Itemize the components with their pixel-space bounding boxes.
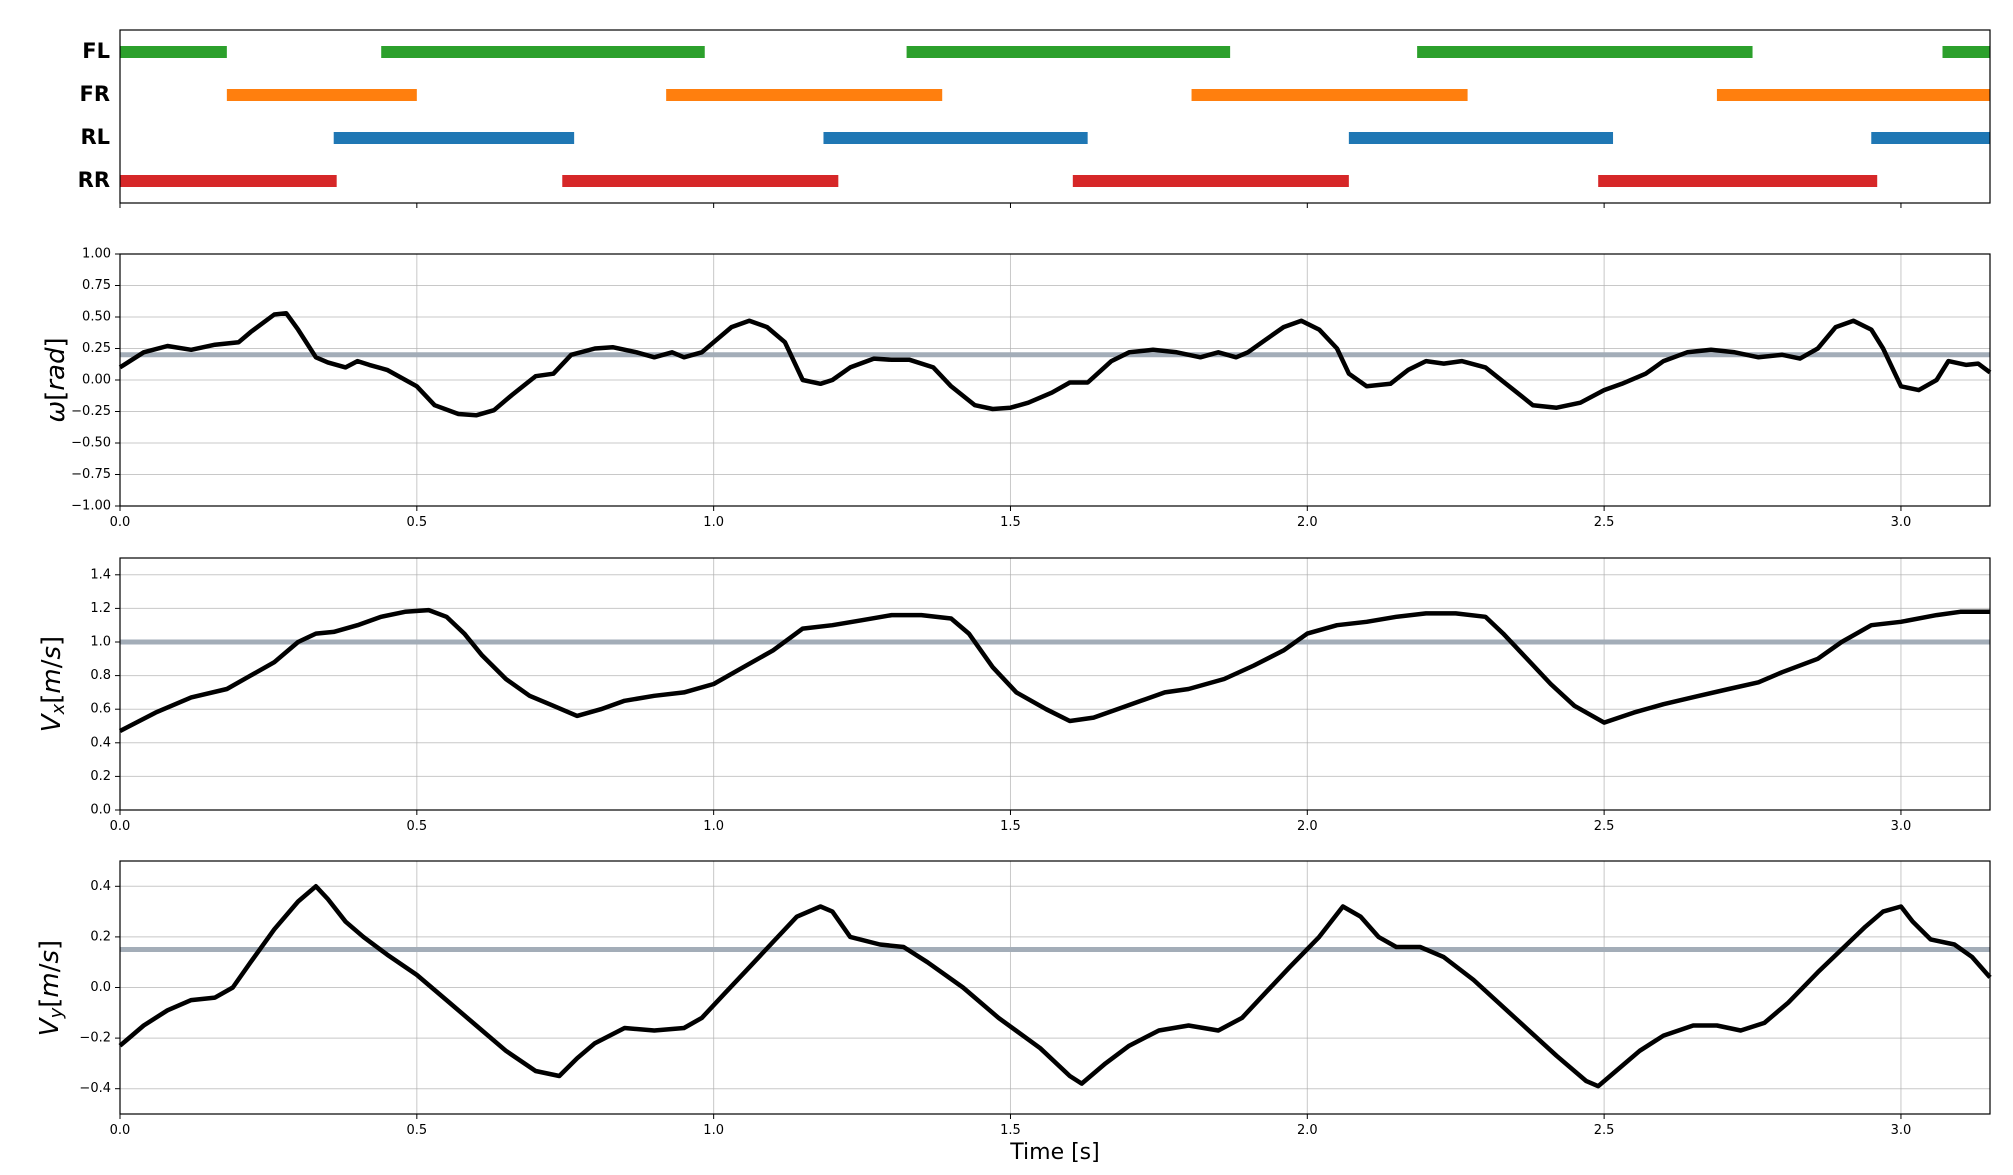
vx-series	[118, 607, 1990, 733]
y-tick-label-4: 0.00	[82, 373, 111, 388]
leg-label-fl: FL	[82, 39, 110, 63]
y-tick-label-5: −0.25	[71, 404, 111, 419]
x-tick-label-5: 2.5	[1594, 515, 1615, 530]
stance-bar-rr-2	[1072, 175, 1349, 187]
x-tick-label-2: 1.0	[703, 1123, 724, 1138]
stance-bar-rl-3	[1871, 132, 1990, 144]
x-tick-label-6: 3.0	[1891, 819, 1912, 834]
y-tick-label-6: −0.50	[71, 436, 111, 451]
omega-x-ticks: 0.0 0.5 1.0 1.5 2.0 2.5 3.0	[110, 506, 1912, 530]
stance-bar-rr-0	[120, 175, 337, 187]
vy-grid	[119, 861, 1990, 1114]
vy-x-ticks: 0.0 0.5 1.0 1.5 2.0 2.5 3.0	[110, 1114, 1912, 1138]
x-tick-label-4: 2.0	[1297, 515, 1318, 530]
x-tick-label-1: 0.5	[406, 515, 427, 530]
stance-bar-fl-3	[1417, 46, 1753, 58]
stance-bar-rl-2	[1348, 132, 1614, 144]
vx-y-label: Vx[m/s]	[37, 636, 70, 732]
y-tick-label-6: 0.2	[90, 769, 111, 784]
vx-panel: 1.4 1.2 1.0 0.8 0.6 0.4 0.2 0.0 0.0 0.5 1.0 1.5 2.0…	[37, 557, 1991, 834]
y-tick-label-3: −0.2	[79, 1031, 111, 1046]
vx-x-ticks: 0.0 0.5 1.0 1.5 2.0 2.5 3.0	[110, 810, 1912, 834]
stance-bar-fr-3	[1716, 89, 1990, 101]
gait-leg-labels: FL FR RL RR	[78, 39, 110, 192]
x-tick-label-5: 2.5	[1594, 819, 1615, 834]
y-tick-label-0: 1.4	[90, 567, 111, 582]
vy-y-label: Vy[m/s]	[35, 940, 68, 1036]
omega-grid	[119, 253, 1990, 507]
x-tick-label-4: 2.0	[1297, 1123, 1318, 1138]
stance-bar-fl-1	[381, 46, 705, 58]
x-tick-label-3: 1.5	[1000, 1123, 1021, 1138]
omega-y-ticks: 1.00 0.75 0.50 0.25 0.00 −0.25 −0.50 −0.75 −1.00	[71, 247, 120, 514]
x-tick-label-6: 3.0	[1891, 1123, 1912, 1138]
leg-label-rr: RR	[78, 168, 110, 192]
x-tick-label-3: 1.5	[1000, 819, 1021, 834]
vy-series	[118, 884, 1992, 1089]
y-tick-label-7: −0.75	[71, 467, 111, 482]
stance-bar-fl-4	[1942, 46, 1990, 58]
y-tick-label-1: 0.2	[90, 929, 111, 944]
stance-bar-fr-1	[666, 89, 943, 101]
x-tick-label-0: 0.0	[110, 1123, 131, 1138]
y-tick-label-4: −0.4	[79, 1081, 111, 1096]
y-tick-label-5: 0.4	[90, 735, 111, 750]
gait-frame	[119, 29, 1991, 204]
x-tick-label-2: 1.0	[703, 819, 724, 834]
stance-bar-rl-0	[333, 132, 575, 144]
x-tick-label-0: 0.0	[110, 515, 131, 530]
leg-label-fr: FR	[79, 82, 110, 106]
vy-y-ticks: 0.4 0.2 0.0 −0.2 −0.4	[79, 879, 120, 1096]
stance-bar-rr-3	[1598, 175, 1878, 187]
y-tick-label-3: 0.8	[90, 668, 111, 683]
y-tick-label-2: 0.50	[82, 310, 111, 325]
x-tick-label-2: 1.0	[703, 515, 724, 530]
vx-y-ticks: 1.4 1.2 1.0 0.8 0.6 0.4 0.2 0.0	[90, 567, 120, 818]
x-tick-label-4: 2.0	[1297, 819, 1318, 834]
gait-x-ticks	[119, 203, 1902, 208]
leg-label-rl: RL	[80, 125, 110, 149]
y-tick-label-0: 0.4	[90, 879, 111, 894]
measured-series-line	[118, 310, 1992, 418]
stance-bar-fr-0	[226, 89, 417, 101]
omega-y-label: ω[rad]	[41, 337, 71, 422]
vx-frame	[119, 557, 1991, 811]
gait-leg-bars	[120, 46, 1990, 187]
stance-bar-fl-2	[906, 46, 1231, 58]
stance-bar-fr-2	[1191, 89, 1468, 101]
x-tick-label-6: 3.0	[1891, 515, 1912, 530]
y-tick-label-7: 0.0	[90, 803, 111, 818]
y-tick-label-8: −1.00	[71, 499, 111, 514]
x-tick-label-3: 1.5	[1000, 515, 1021, 530]
stance-bar-fl-0	[120, 46, 227, 58]
y-tick-label-3: 0.25	[82, 341, 111, 356]
x-tick-label-0: 0.0	[110, 819, 131, 834]
stance-bar-rr-1	[562, 175, 839, 187]
time-axis-label: Time [s]	[1009, 1140, 1099, 1165]
measured-series-line	[118, 607, 1990, 733]
y-tick-label-0: 1.00	[82, 247, 111, 262]
x-tick-label-1: 0.5	[406, 1123, 427, 1138]
measured-series-line	[118, 884, 1992, 1089]
vx-grid	[119, 558, 1990, 811]
y-tick-label-1: 1.2	[90, 601, 111, 616]
stance-bar-rl-1	[823, 132, 1088, 144]
y-tick-label-1: 0.75	[82, 278, 111, 293]
y-tick-label-4: 0.6	[90, 702, 111, 717]
x-tick-label-5: 2.5	[1594, 1123, 1615, 1138]
y-tick-label-2: 0.0	[90, 980, 111, 995]
x-tick-label-1: 0.5	[406, 819, 427, 834]
omega-panel: 1.00 0.75 0.50 0.25 0.00 −0.25 −0.50 −0.75 −1.00…	[41, 247, 1992, 530]
gait-panel: FL FR RL RR	[78, 29, 1991, 208]
y-tick-label-2: 1.0	[90, 635, 111, 650]
omega-series	[118, 310, 1992, 418]
